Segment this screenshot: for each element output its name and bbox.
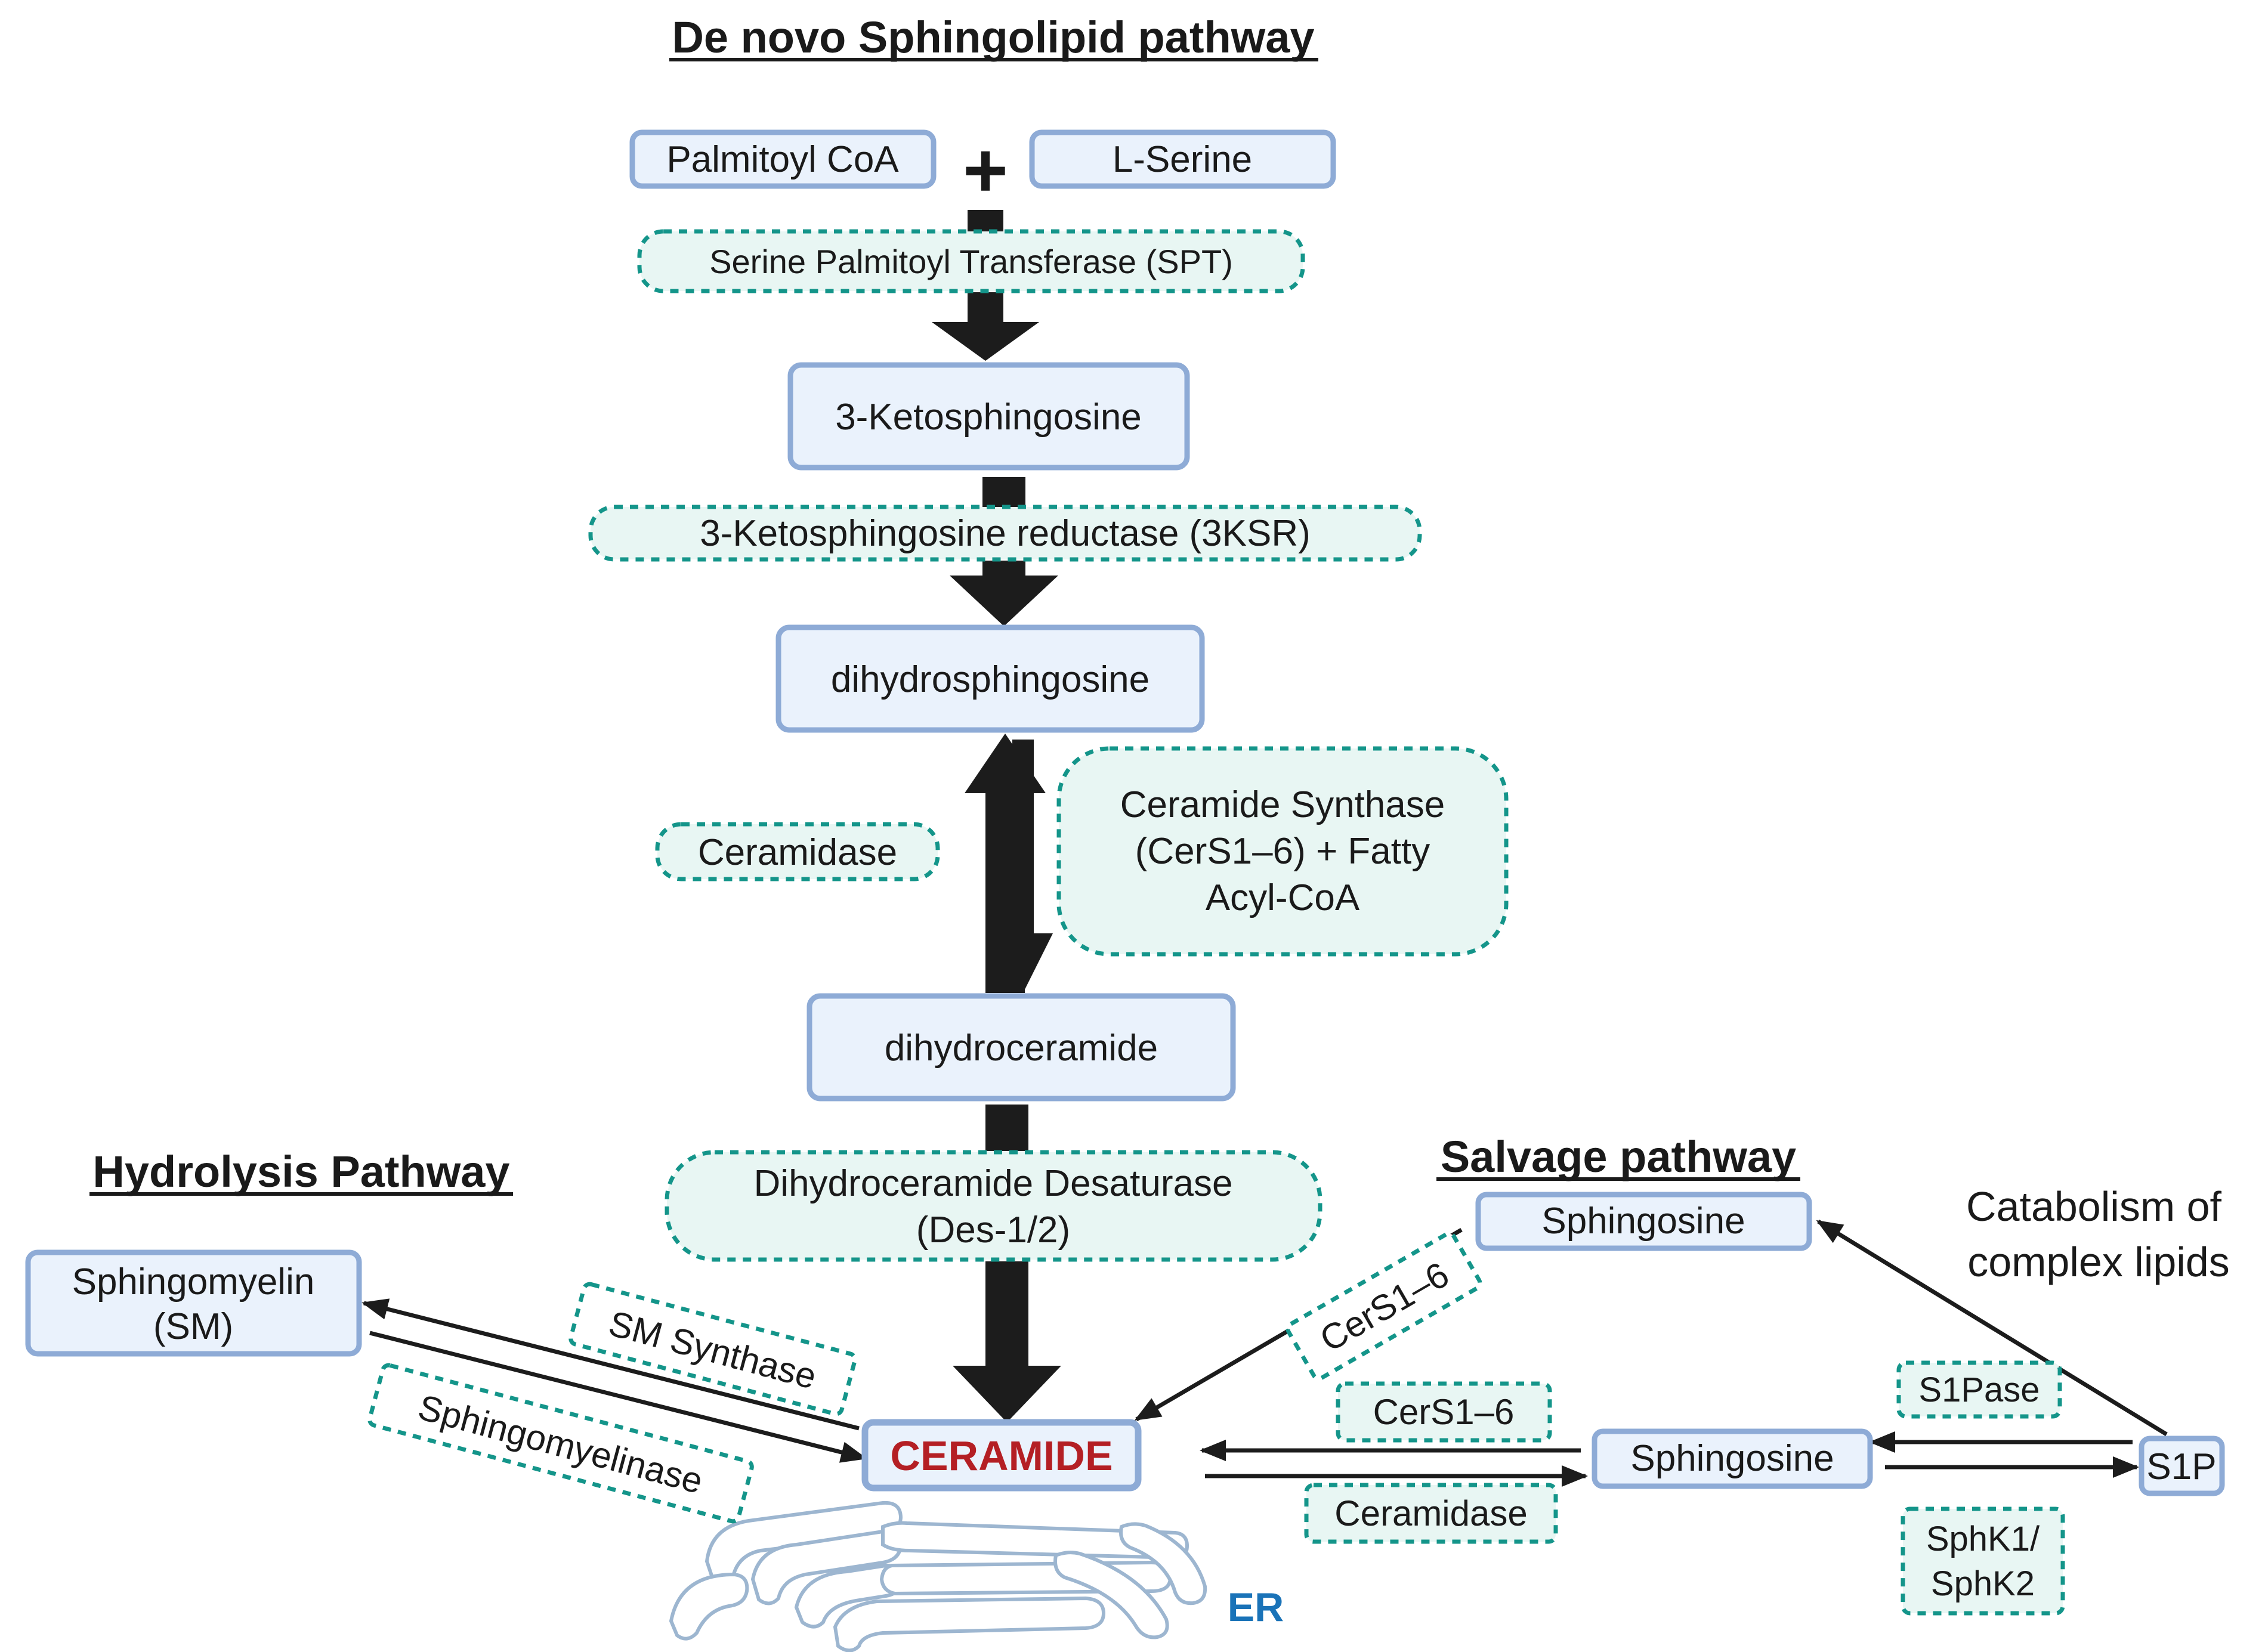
palmitoyl-coa-box: Palmitoyl CoA	[629, 129, 937, 189]
l-serine-box: L-Serine	[1029, 129, 1336, 189]
s1p-box: S1P	[2139, 1436, 2225, 1496]
sphk-enzyme: SphK1/ SphK2	[1901, 1506, 2065, 1616]
svg-text:CerS1–6: CerS1–6	[1373, 1392, 1515, 1432]
salvage-pathway-title: Salvage pathway	[1441, 1132, 1796, 1181]
svg-text:S1P: S1P	[2146, 1446, 2216, 1487]
sphingomyelinase-arrow	[369, 1331, 867, 1463]
svg-text:3-Ketosphingosine: 3-Ketosphingosine	[835, 397, 1142, 438]
ceramide-box: CERAMIDE	[861, 1419, 1142, 1492]
des-enzyme: Dihydroceramide Desaturase (Des-1/2)	[665, 1150, 1322, 1262]
svg-text:Dihydroceramide Desaturase: Dihydroceramide Desaturase	[754, 1163, 1233, 1204]
svg-text:S1Pase: S1Pase	[1918, 1371, 2040, 1409]
plus-sign: +	[963, 126, 1008, 214]
ketosphingosine-box: 3-Ketosphingosine	[787, 362, 1190, 471]
plus-connector-bar	[968, 214, 1003, 227]
s1p-to-sphingosine-top-arrow	[1816, 1220, 2168, 1436]
svg-text:Sphingosine: Sphingosine	[1630, 1438, 1834, 1479]
svg-text:(Des-1/2): (Des-1/2)	[916, 1209, 1070, 1251]
svg-text:dihydrosphingosine: dihydrosphingosine	[831, 659, 1150, 700]
ceramidase-lower-enzyme: Ceramidase	[1304, 1483, 1558, 1544]
svg-text:Acyl-CoA: Acyl-CoA	[1206, 877, 1360, 918]
sphingosine-top-box: Sphingosine	[1475, 1192, 1812, 1251]
svg-text:dihydroceramide: dihydroceramide	[885, 1028, 1158, 1069]
sm-synthase-arrow	[361, 1298, 860, 1431]
svg-text:Ceramide Synthase: Ceramide Synthase	[1120, 784, 1445, 825]
ceramidase-upper-enzyme: Ceramidase	[655, 822, 940, 881]
svg-text:3-Ketosphingosine reductase (3: 3-Ketosphingosine reductase (3KSR)	[700, 513, 1311, 554]
svg-text:(SM): (SM)	[153, 1306, 233, 1347]
svg-text:Catabolism of: Catabolism of	[1966, 1183, 2222, 1230]
svg-text:complex lipids: complex lipids	[1967, 1239, 2230, 1285]
ksr-arrow	[950, 477, 1058, 626]
s1pase-enzyme: S1Pase	[1896, 1360, 2062, 1419]
cers-diagonal-enzyme: CerS1–6	[1286, 1232, 1482, 1381]
er-membrane	[669, 1501, 1207, 1652]
svg-text:Serine Palmitoyl Transferase (: Serine Palmitoyl Transferase (SPT)	[709, 243, 1233, 280]
spt-enzyme: Serine Palmitoyl Transferase (SPT)	[637, 229, 1305, 293]
des-arrow	[953, 1105, 1061, 1422]
sphingosine-bottom-box: Sphingosine	[1592, 1428, 1873, 1489]
svg-text:CERAMIDE: CERAMIDE	[890, 1433, 1113, 1479]
dihydroceramide-box: dihydroceramide	[806, 993, 1236, 1102]
svg-text:(CerS1–6) + Fatty: (CerS1–6) + Fatty	[1135, 831, 1430, 872]
catabolism-label: Catabolism of complex lipids	[1966, 1183, 2230, 1285]
svg-text:SphK1/: SphK1/	[1926, 1520, 2040, 1558]
er-label: ER	[1228, 1585, 1284, 1630]
ceramide-synthase-enzyme: Ceramide Synthase (CerS1–6) + Fatty Acyl…	[1056, 746, 1509, 957]
hydrolysis-pathway-title: Hydrolysis Pathway	[92, 1147, 509, 1196]
page-title: De novo Sphingolipid pathway	[672, 13, 1314, 62]
svg-text:Sphingomyelin: Sphingomyelin	[72, 1261, 315, 1303]
cers-mid-enzyme: CerS1–6	[1336, 1381, 1552, 1443]
cers-down-arrow	[993, 740, 1053, 993]
sphingomyelin-box: Sphingomyelin (SM)	[25, 1249, 362, 1357]
svg-text:Ceramidase: Ceramidase	[698, 832, 897, 873]
svg-text:L-Serine: L-Serine	[1113, 139, 1252, 180]
dihydrosphingosine-box: dihydrosphingosine	[775, 624, 1205, 733]
svg-text:Sphingosine: Sphingosine	[1541, 1201, 1745, 1242]
svg-text:Palmitoyl CoA: Palmitoyl CoA	[666, 139, 899, 180]
svg-text:Ceramidase: Ceramidase	[1334, 1493, 1527, 1533]
svg-text:SphK2: SphK2	[1931, 1564, 2035, 1603]
ksr-enzyme: 3-Ketosphingosine reductase (3KSR)	[588, 505, 1422, 562]
